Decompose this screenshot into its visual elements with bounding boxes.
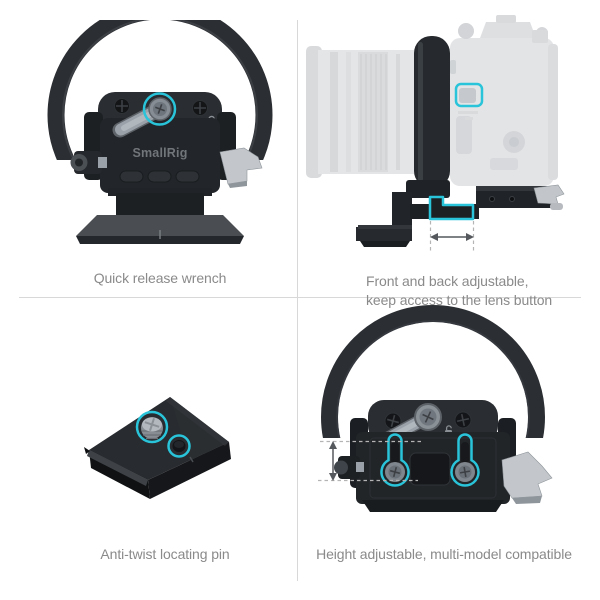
hub-screw-left (114, 98, 130, 114)
clamp-lever (533, 184, 565, 205)
rotating-ring-front (321, 305, 545, 438)
lens-button (459, 88, 476, 103)
height-guide-lines (318, 440, 422, 482)
height-slot-highlight-right (450, 433, 480, 487)
mount-base (76, 188, 244, 244)
quarter-inch-screw (141, 417, 163, 440)
side-thumbscrew (334, 456, 364, 479)
caption-line1: Front and back adjustable, (366, 273, 529, 289)
height-slot-highlight-left (380, 433, 410, 487)
ghost-camera-body (450, 15, 558, 186)
divider-horizontal (19, 297, 581, 298)
plate-index-mark (189, 456, 194, 463)
caption-height-adjustable: Height adjustable, multi-model compatibl… (316, 546, 572, 562)
hub-screw-right (192, 100, 208, 116)
front-back-arrow (430, 233, 474, 241)
lens-button-highlight (454, 82, 484, 108)
mount-front-illustration (318, 305, 553, 512)
hub-screw-right (454, 411, 472, 429)
height-slot-right (450, 433, 480, 487)
adjustable-arm-highlight (428, 195, 475, 221)
quick-release-wrench (112, 97, 172, 138)
caption-front-back-adjustable: Front and back adjustable, keep access t… (366, 272, 552, 310)
divider-vertical (297, 20, 298, 581)
camera-setup-illustration (306, 15, 565, 252)
smallrig-logo: SmallRig (132, 146, 187, 160)
quadrant-quick-release-wrench: SmallRig (0, 0, 300, 300)
caption-line2: keep access to the lens button (366, 292, 553, 308)
mount-bracket (356, 180, 479, 247)
qr-plate-illustration (84, 397, 231, 499)
caption-quick-release-wrench: Quick release wrench (93, 270, 227, 286)
faint-lens-markings (458, 111, 478, 120)
rotating-collar (414, 36, 450, 188)
rotating-ring (47, 20, 273, 160)
wrench-highlight-circle (142, 92, 177, 126)
caption-anti-twist-pin: Anti-twist locating pin (100, 546, 230, 562)
mount-body-front (356, 432, 510, 512)
quick-release-lever (219, 147, 263, 188)
body-slots (119, 170, 200, 183)
quadrant-height-adjustable: Height adjustable, multi-model compatibl… (300, 300, 600, 600)
adjustable-arm (428, 195, 475, 221)
height-slot-left (380, 433, 410, 487)
quadrant-front-back-adjustable: Front and back adjustable, keep access t… (300, 0, 600, 308)
ghost-lens (306, 46, 430, 178)
quadrant-anti-twist-pin: Anti-twist locating pin (0, 300, 300, 600)
screw-highlight-circle (135, 410, 169, 444)
camera-base-clamp (476, 184, 565, 210)
front-back-guide-lines (429, 221, 475, 252)
collar-mount-illustration: SmallRig (47, 20, 273, 244)
quick-release-lever (501, 451, 553, 504)
hub-screw-left (384, 412, 402, 430)
quick-release-plate (84, 397, 231, 499)
height-arrow (329, 441, 337, 481)
side-thumbscrew (70, 151, 107, 174)
pin-highlight-circle (167, 434, 191, 458)
anti-twist-locating-pin (172, 440, 186, 452)
